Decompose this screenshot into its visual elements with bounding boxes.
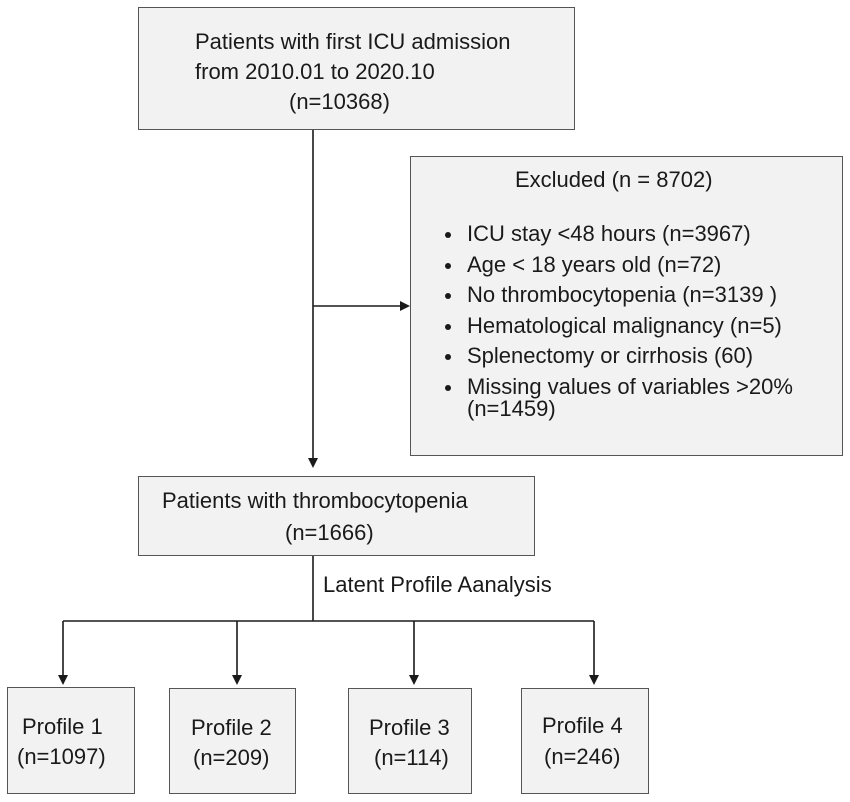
- profile-4-label: Profile 4: [542, 713, 623, 738]
- thrombocytopenia-cohort-box: Patients with thrombocytopenia (n=1666): [138, 476, 535, 556]
- excluded-box: Excluded (n = 8702) ICU stay <48 hours (…: [410, 156, 843, 456]
- profile-1-count: (n=1097): [17, 744, 106, 769]
- profile-1-label: Profile 1: [22, 714, 103, 739]
- profile-2-count: (n=209): [193, 745, 270, 770]
- initial-cohort-line-2: from 2010.01 to 2020.10: [195, 59, 435, 84]
- profile-3-label: Profile 3: [369, 715, 450, 740]
- thrombocytopenia-cohort-label: Patients with thrombocytopenia: [162, 488, 468, 513]
- profile-4-count: (n=246): [544, 744, 621, 769]
- exclusion-item: Splenectomy or cirrhosis (60): [445, 341, 793, 372]
- exclusion-item: ICU stay <48 hours (n=3967): [445, 219, 793, 250]
- profile-3-count: (n=114): [374, 745, 449, 770]
- exclusion-item: Missing values of variables >20%: [445, 372, 793, 403]
- analysis-label: Latent Profile Aanalysis: [323, 572, 552, 597]
- exclusion-item: Age < 18 years old (n=72): [445, 250, 793, 281]
- exclusion-item: Hematological malignancy (n=5): [445, 311, 793, 342]
- thrombocytopenia-cohort-count: (n=1666): [285, 520, 374, 545]
- profile-3-box: Profile 3 (n=114): [348, 688, 472, 794]
- initial-cohort-box: Patients with first ICU admission from 2…: [138, 7, 575, 130]
- exclusion-criteria-list: ICU stay <48 hours (n=3967) Age < 18 yea…: [411, 219, 793, 402]
- profile-2-label: Profile 2: [191, 715, 272, 740]
- exclusion-item: No thrombocytopenia (n=3139 ): [445, 280, 793, 311]
- excluded-title: Excluded (n = 8702): [515, 167, 713, 192]
- initial-cohort-line-1: Patients with first ICU admission: [195, 29, 511, 54]
- profile-4-box: Profile 4 (n=246): [521, 688, 649, 794]
- profile-1-box: Profile 1 (n=1097): [7, 687, 135, 794]
- initial-cohort-count: (n=10368): [289, 89, 390, 114]
- exclusion-item-continuation: (n=1459): [467, 396, 556, 421]
- profile-2-box: Profile 2 (n=209): [169, 688, 296, 794]
